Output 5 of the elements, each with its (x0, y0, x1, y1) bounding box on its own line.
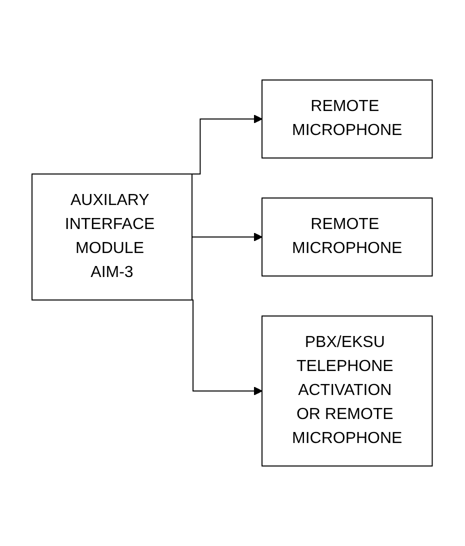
arrow (192, 232, 263, 242)
node-box: AUXILARY INTERFACE MODULE AIM-3 (32, 174, 193, 300)
node-box: PBX/EKSU TELEPHONE ACTIVATION OR REMOTE MICROPHONE (262, 316, 434, 466)
node-box: REMOTE MICROPHONE (262, 80, 434, 158)
node-box: REMOTE MICROPHONE (262, 198, 434, 276)
